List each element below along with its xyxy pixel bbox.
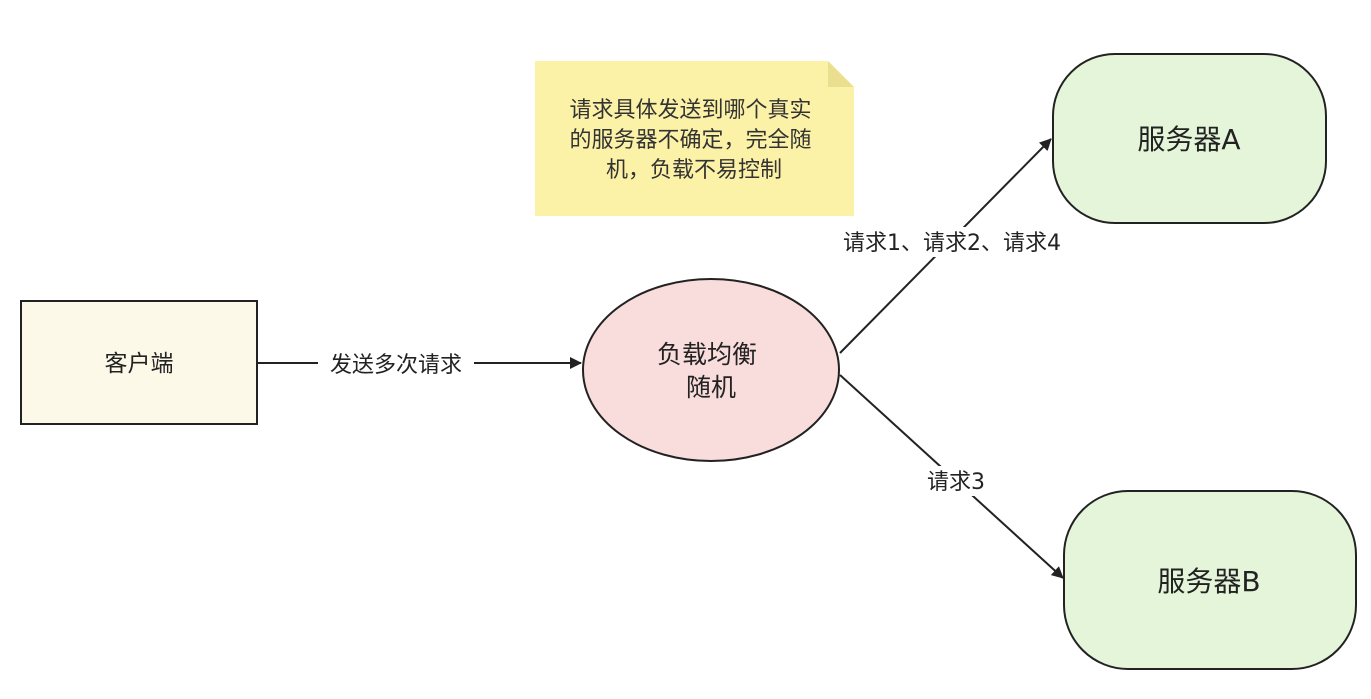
note-body (535, 61, 854, 216)
server-b-box (1063, 490, 1357, 670)
edge-label-bg (924, 466, 988, 496)
edge-client-to-balancer: 发送多次请求 (257, 349, 582, 379)
balancer-ellipse (582, 278, 840, 462)
svg-text:请求具体发送到哪个真实 的服务器不确定，完全随: 请求具体发送到哪个真实 的服务器不确定，完全随 机，负载不易控制 (569, 98, 818, 183)
note-line-1: 请求具体发送到哪个真实 (569, 98, 811, 123)
server-b-label: 服务器B (1157, 565, 1260, 598)
note-line-2: 的服务器不确定，完全随 (569, 128, 811, 153)
client-box (20, 300, 258, 425)
server-a-label: 服务器A (1137, 123, 1240, 156)
node-server-a: 服务器A (1052, 53, 1327, 224)
server-a-box (1052, 53, 1327, 224)
note: 请求具体发送到哪个真实 的服务器不确定，完全随 机，负载不易控制 (535, 61, 854, 216)
edge-label-bg (841, 227, 1063, 257)
node-server-b: 服务器B (1063, 490, 1357, 670)
client-label: 客户端 (105, 351, 174, 377)
node-balancer: 负载均衡 随机 (582, 278, 840, 462)
balancer-label-line-1: 负载均衡 (657, 340, 757, 369)
edge-balancer-to-server-b: 请求3 (839, 374, 1064, 579)
edge-label: 请求3 (927, 470, 985, 495)
edge-balancer-to-server-a: 请求1、请求2、请求4 (839, 138, 1063, 354)
note-line-3: 机，负载不易控制 (606, 158, 782, 183)
balancer-label-line-2: 随机 (686, 373, 736, 402)
svg-text:负载均衡 随机: 负载均衡 随机 (657, 340, 765, 402)
note-fold (828, 61, 854, 87)
edge-label: 请求1、请求2、请求4 (843, 231, 1061, 256)
edge-label: 发送多次请求 (330, 353, 462, 378)
node-client: 客户端 (20, 300, 258, 425)
edge-label-bg (318, 349, 474, 379)
